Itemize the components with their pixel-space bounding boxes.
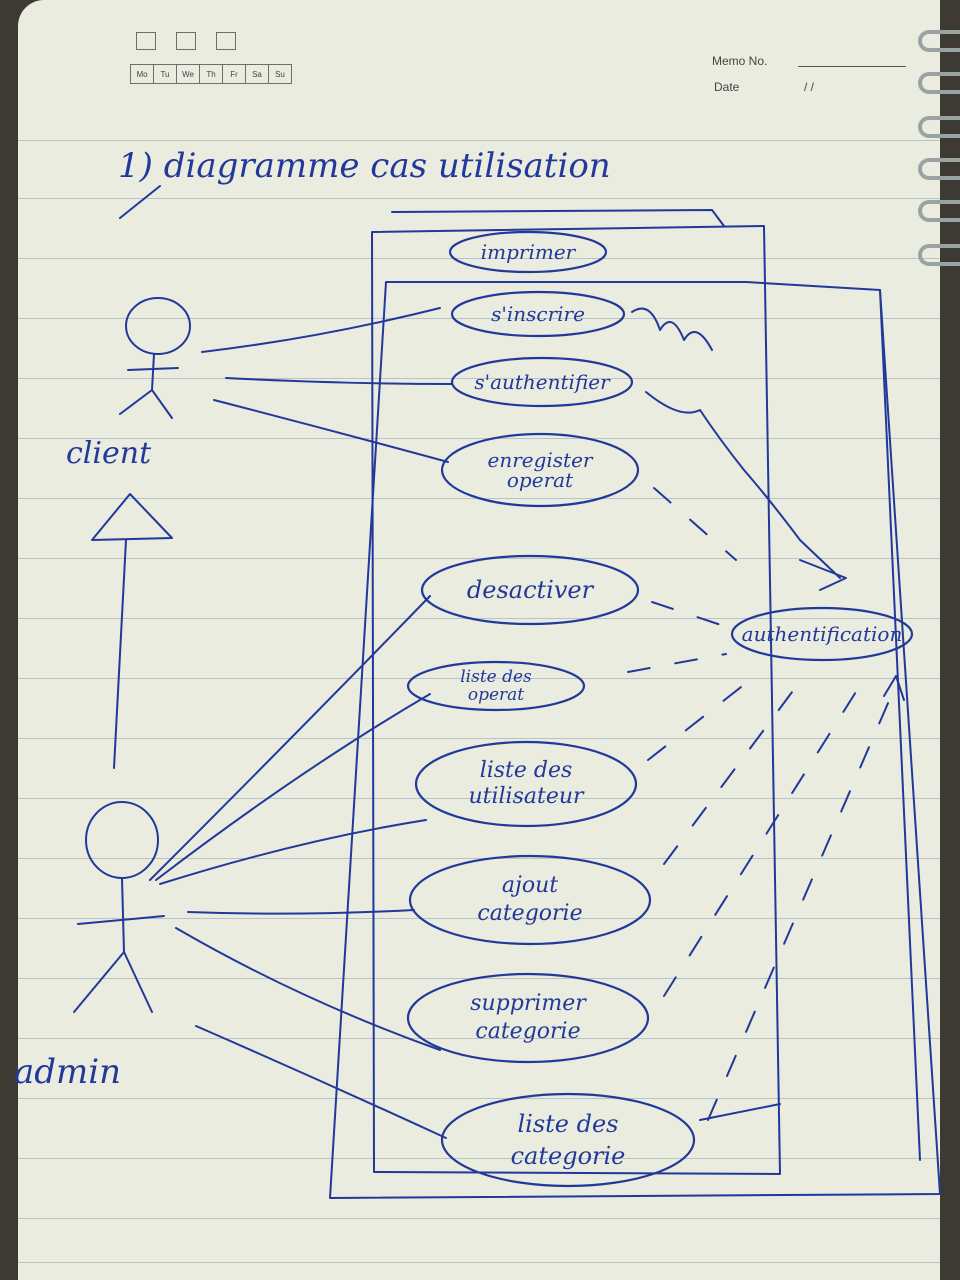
uc-liste-categorie-label: liste des categorie [510,1110,626,1170]
day-su: Su [275,69,285,79]
include-enregistrer [653,487,737,561]
extend-arrowhead [799,559,847,591]
title-stroke [119,185,161,219]
day-tu: Tu [154,65,177,83]
uc-supprimer-categorie-ellipse [406,972,650,1064]
assoc-admin-liste-utilisateur [159,819,427,885]
spiral-ring [918,30,960,52]
diagram-title: 1) diagramme cas utilisation [118,146,611,186]
uc-desactiver-ellipse [420,554,640,626]
spiral-ring [918,244,960,266]
day-we: We [177,65,200,83]
uc-supprimer-categorie-label: supprimer categorie [470,991,586,1044]
assoc-admin-supprimer-categorie [175,927,441,1051]
date-slashes: / / [804,80,815,94]
client-head [125,297,191,355]
include-supprimer-categorie [663,675,867,997]
spiral-ring [918,200,960,222]
include-liste-categorie [707,679,899,1121]
generalization-arrow [91,493,173,541]
umbrella-icon [216,32,236,50]
uc-enregistrer-label: enregister operat [487,448,593,492]
actor-admin-label: admin [14,1052,122,1092]
assoc-admin-ajout-categorie [187,909,415,915]
day-th: Th [200,65,223,83]
assoc-admin-desactiver [149,595,431,881]
spiral-ring [918,158,960,180]
include-arrowhead [883,675,905,701]
client-body [119,353,179,419]
include-liste-operat [627,653,727,673]
day-mo: Mo [131,65,154,83]
uc-liste-categorie-ellipse [440,1092,696,1188]
uc-inscrire-label: s'inscrire [491,302,585,326]
uc-liste-operat-label: liste des operat [460,667,532,705]
sun-icon [136,32,156,50]
system-boundary-inner [329,281,941,1199]
extend-imprimer [631,307,713,351]
uc-enregistrer-ellipse [440,432,640,508]
assoc-client-authentifier [225,377,453,385]
weekday-boxes: Mo Tu We Th Fr Sa Su [130,64,292,84]
actor-client-label: client [66,436,152,471]
uc-liste-operat-ellipse [406,660,586,712]
system-boundary-outer [371,225,781,1175]
system-boundary-top [391,209,725,227]
uc-inscrire-ellipse [450,290,626,338]
uc-ajout-categorie-label: ajout categorie [477,873,583,926]
uc-imprimer-ellipse [448,230,608,274]
system-boundary-right [879,289,921,1161]
uc-imprimer-label: imprimer [480,240,576,264]
include-desactiver [651,601,731,629]
uc-authentification-ellipse [730,606,914,662]
memo-line [798,66,906,67]
assoc-admin-liste-categorie [195,1025,447,1139]
liste-categorie-to-border [699,1103,781,1121]
uc-liste-utilisateur-ellipse [414,740,638,828]
cloud-icon [176,32,196,50]
uc-authentifier-ellipse [450,356,634,408]
assoc-client-inscrire [201,307,441,353]
day-fr: Fr [223,65,246,83]
admin-body [73,877,165,1013]
memo-label: Memo No. [712,54,768,68]
date-label: Date [714,80,740,94]
extend-authentifier [645,391,841,579]
uc-liste-utilisateur-label: liste des utilisateur [468,758,584,809]
uc-authentifier-label: s'authentifier [474,370,610,394]
admin-head [85,801,159,879]
assoc-client-enregistrer [213,399,449,463]
generalization-line [113,539,127,769]
spiral-ring [918,116,960,138]
day-sa: Sa [246,65,269,83]
uc-desactiver-label: desactiver [466,576,594,604]
include-ajout-categorie [663,675,805,865]
spiral-ring [918,72,960,94]
include-liste-utilisateur [647,679,751,761]
uc-authentification-label: authentification [741,622,903,646]
uc-ajout-categorie-ellipse [408,854,652,946]
assoc-admin-liste-operat [155,693,431,881]
